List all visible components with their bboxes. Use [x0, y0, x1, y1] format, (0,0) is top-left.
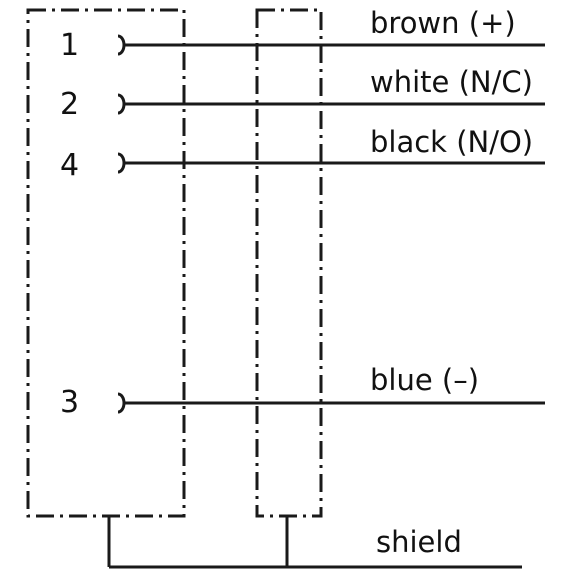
pin-number: 2 [60, 87, 79, 122]
pin-row-2: 2 white (N/C) [60, 65, 545, 122]
pin-socket-icon [117, 392, 126, 414]
pin-socket-icon [117, 34, 126, 56]
pin-number: 1 [60, 28, 79, 63]
pin-number: 4 [60, 148, 79, 183]
pin-row-4: 4 black (N/O) [60, 125, 545, 183]
wire-label: blue (–) [370, 363, 479, 397]
shield-label: shield [376, 525, 462, 559]
pin-socket-icon [117, 93, 126, 115]
connector-housing-outline [26, 8, 186, 518]
cable-outline [255, 8, 323, 518]
pin-row-3: 3 blue (–) [60, 363, 545, 420]
shield-connection: shield [107, 516, 522, 569]
wire-label: black (N/O) [370, 125, 533, 159]
wire-label: brown (+) [370, 6, 516, 40]
pin-row-1: 1 brown (+) [60, 6, 545, 63]
wire-label: white (N/C) [370, 65, 533, 99]
pin-socket-icon [117, 152, 126, 174]
pin-number: 3 [60, 385, 79, 420]
